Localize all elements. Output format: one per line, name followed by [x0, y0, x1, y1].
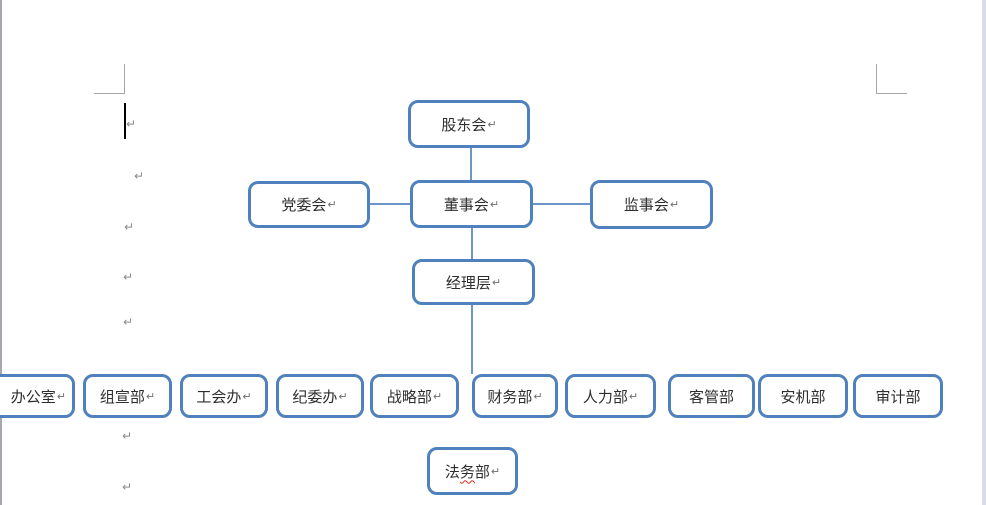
paragraph-mark-icon: ↵	[533, 389, 543, 403]
org-node-label: 审计部	[875, 389, 921, 406]
paragraph-mark-icon: ↵	[669, 198, 680, 211]
org-node-dept-finance[interactable]: 财务部↵	[472, 374, 558, 418]
paragraph-mark-icon: ↵	[490, 464, 501, 478]
connector-board-supervisory[interactable]	[533, 203, 590, 205]
org-node-label: 监事会	[623, 198, 669, 214]
org-node-label: 部	[474, 464, 490, 481]
org-node-label: 安机部	[780, 389, 826, 406]
org-node-label: 组宣部	[99, 389, 145, 406]
paragraph-mark-icon: ↵	[628, 389, 639, 403]
org-node-label: 经理层	[445, 275, 491, 292]
org-node-label: 股东会	[441, 117, 487, 134]
org-node-dept-organization-publicity[interactable]: 组宣部↵	[83, 374, 172, 418]
paragraph-mark-icon: ↵	[487, 117, 497, 131]
paragraph-mark-icon: ↵	[491, 275, 502, 289]
paragraph-mark-icon: ↵	[124, 220, 135, 234]
paragraph-mark-icon: ↵	[123, 270, 134, 284]
paragraph-mark-icon: ↵	[242, 389, 252, 403]
text-cursor-caret	[124, 103, 126, 139]
connector-shareholders-board[interactable]	[470, 148, 472, 181]
org-node-dept-labor-union[interactable]: 工会办↵	[180, 374, 268, 418]
paragraph-mark-icon: ↵	[145, 389, 156, 403]
org-node-dept-safety-equipment[interactable]: 安机部	[758, 374, 848, 418]
paragraph-mark-icon: ↵	[489, 197, 500, 211]
org-node-dept-legal[interactable]: 法务部↵	[427, 447, 518, 495]
connector-party-board[interactable]	[370, 203, 410, 205]
org-node-party-committee[interactable]: 党委会↵	[248, 181, 370, 228]
text-boundary-corner-top-right-icon	[876, 64, 907, 94]
org-node-label: 办公室	[10, 389, 56, 406]
org-node-dept-hr[interactable]: 人力部↵	[565, 374, 656, 418]
paragraph-mark-icon: ↵	[123, 315, 134, 329]
org-node-dept-discipline[interactable]: 纪委办↵	[276, 374, 364, 418]
org-node-label: 董事会	[443, 197, 489, 214]
org-node-dept-office[interactable]: 办公室↵	[0, 374, 75, 418]
org-node-label: 战略部	[386, 389, 432, 406]
misspelled-text: 务	[459, 464, 475, 481]
org-node-management[interactable]: 经理层↵	[412, 259, 535, 305]
org-node-label: 财务部	[487, 389, 533, 406]
window-left-edge	[0, 0, 2, 505]
org-node-label: 工会办	[196, 389, 242, 406]
org-node-label: 客管部	[688, 389, 734, 406]
text-boundary-corner-top-left-icon	[94, 64, 125, 94]
paragraph-mark-icon: ↵	[338, 389, 348, 403]
org-node-dept-customer-mgmt[interactable]: 客管部	[668, 374, 755, 418]
org-node-dept-strategy[interactable]: 战略部↵	[370, 374, 459, 418]
org-node-board[interactable]: 董事会↵	[410, 180, 533, 228]
org-node-label: 法	[444, 464, 460, 481]
paragraph-mark-icon: ↵	[56, 389, 66, 403]
paragraph-mark-icon: ↵	[432, 389, 443, 403]
org-node-label: 人力部	[582, 389, 628, 406]
paragraph-mark-icon: ↵	[134, 169, 145, 183]
paragraph-mark-icon: ↵	[122, 480, 133, 494]
org-node-label: 党委会	[281, 198, 327, 214]
org-node-shareholders[interactable]: 股东会↵	[408, 100, 530, 148]
org-node-label: 纪委办	[292, 389, 338, 406]
connector-management-departments[interactable]	[471, 305, 473, 374]
connector-board-management[interactable]	[471, 228, 473, 259]
paragraph-mark-icon: ↵	[327, 198, 337, 211]
paragraph-mark-icon: ↵	[122, 429, 133, 443]
org-node-dept-audit[interactable]: 审计部	[853, 374, 943, 418]
page-right-edge-strip	[982, 0, 986, 505]
org-node-supervisory[interactable]: 监事会↵	[590, 180, 713, 229]
paragraph-mark-icon: ↵	[126, 117, 137, 131]
